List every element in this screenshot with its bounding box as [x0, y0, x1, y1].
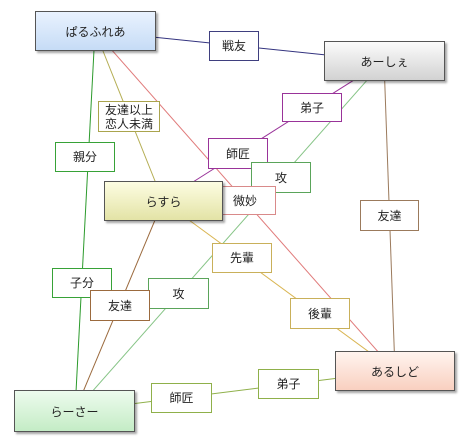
label-deshi-ashe: 弟子 — [282, 93, 342, 122]
label-kohai: 後輩 — [290, 298, 350, 329]
node-ashe[interactable]: あーしぇ — [324, 41, 445, 81]
node-arushi[interactable]: あるしど — [335, 351, 455, 391]
label-tomodachi-ashe: 友達 — [360, 200, 419, 231]
label-seme-rasa: 攻 — [148, 278, 209, 309]
connector-ashe-rasura — [162, 60, 385, 202]
label-shisho-rasa: 師匠 — [151, 383, 212, 413]
connector-palu-rasa — [74, 30, 96, 412]
label-senpai: 先輩 — [212, 243, 272, 273]
label-deshi-arushi: 弟子 — [258, 369, 319, 399]
node-palu[interactable]: ぱるふれあ — [35, 11, 156, 51]
label-yujo-line1: 友達以上 — [104, 102, 153, 117]
label-senyu: 戦友 — [209, 31, 259, 61]
label-bimyo: 微妙 — [214, 186, 276, 215]
node-rasura[interactable]: らすら — [104, 181, 223, 221]
label-tomodachi-rasa: 友達 — [90, 290, 150, 321]
label-yujo-line2: 恋人未満 — [104, 116, 153, 131]
connector-rasura-arushi — [162, 200, 396, 372]
node-rasa[interactable]: らーさー — [14, 390, 135, 432]
label-oyabun: 親分 — [55, 142, 115, 172]
label-yujo-ijo: 友達以上 恋人未満 — [98, 101, 160, 132]
